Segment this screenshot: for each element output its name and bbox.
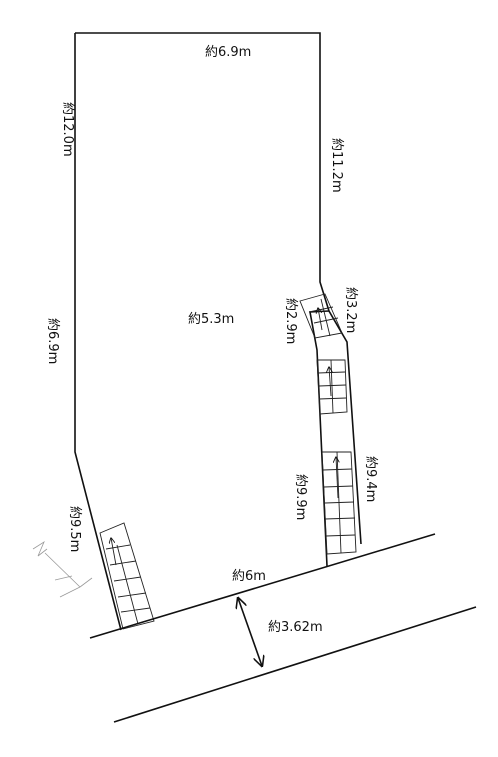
label-road-width: 約3.62m — [268, 620, 323, 635]
label-right-upper: 約11.2m — [329, 138, 344, 193]
label-notch-left: 約2.9m — [283, 298, 298, 344]
lot-boundary — [75, 32, 362, 545]
label-bottom-left: 約9.5m — [67, 506, 82, 552]
lot-boundary-left — [74, 33, 122, 631]
label-passage-left: 約9.9m — [293, 474, 308, 520]
label-left-upper: 約12.0m — [60, 102, 75, 157]
label-left-lower: 約6.9m — [45, 318, 60, 364]
bottom-left-arrow — [111, 538, 117, 566]
road-near-edge — [89, 533, 436, 639]
label-center: 約5.3m — [188, 312, 234, 327]
road-far-edge — [113, 606, 477, 723]
north-arrow-icon — [32, 540, 93, 598]
label-frontage: 約6m — [232, 569, 266, 584]
passage-arrow-2 — [329, 367, 331, 397]
road-width-dimension — [238, 598, 262, 666]
bottom-left-paving — [99, 522, 155, 630]
passage-arrow-3 — [336, 457, 338, 499]
label-top: 約6.9m — [205, 45, 251, 60]
label-passage-right: 約9.4m — [363, 456, 378, 502]
label-notch-right: 約3.2m — [343, 287, 358, 333]
passage-arrow-1 — [318, 308, 323, 331]
